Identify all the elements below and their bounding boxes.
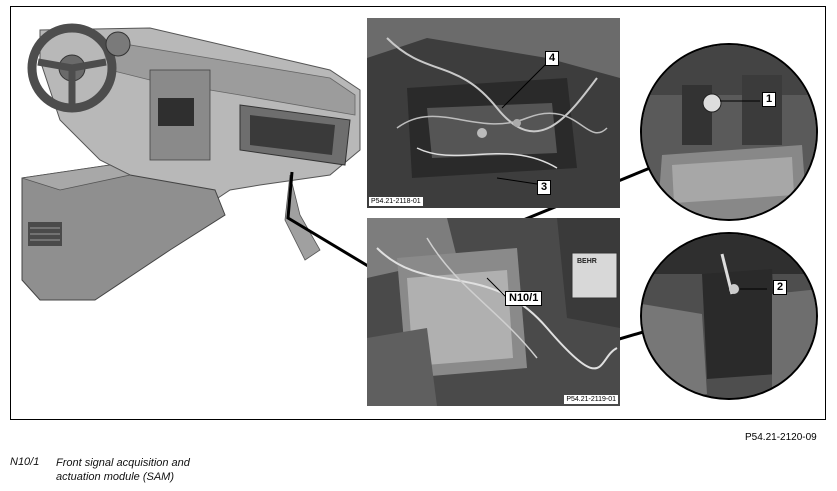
figure-code: P54.21-2120-09 (745, 432, 817, 443)
legend-text: Front signal acquisition and actuation m… (56, 457, 190, 483)
detail-circle-1 (640, 43, 818, 221)
detail-circle-1-image (642, 45, 816, 219)
callout-1: 1 (762, 92, 777, 107)
callout-3: 3 (537, 180, 552, 195)
photo-bottom-code: P54.21-2119-01 (564, 395, 618, 404)
photo-top: P54.21-2118-01 (367, 18, 620, 208)
detail-circle-2 (640, 232, 818, 400)
legend-code: N10/1 (10, 456, 40, 468)
callout-n10-1: N10/1 (505, 291, 543, 306)
callout-4: 4 (545, 51, 560, 66)
photo-bottom: BEHR P54.21-2119-01 (367, 218, 620, 406)
detail-circle-2-image (642, 234, 816, 398)
photo-top-image (367, 18, 620, 208)
behr-label: BEHR (577, 258, 597, 265)
photo-top-code: P54.21-2118-01 (369, 197, 423, 206)
photo-bottom-image (367, 218, 620, 406)
callout-2: 2 (773, 280, 788, 295)
